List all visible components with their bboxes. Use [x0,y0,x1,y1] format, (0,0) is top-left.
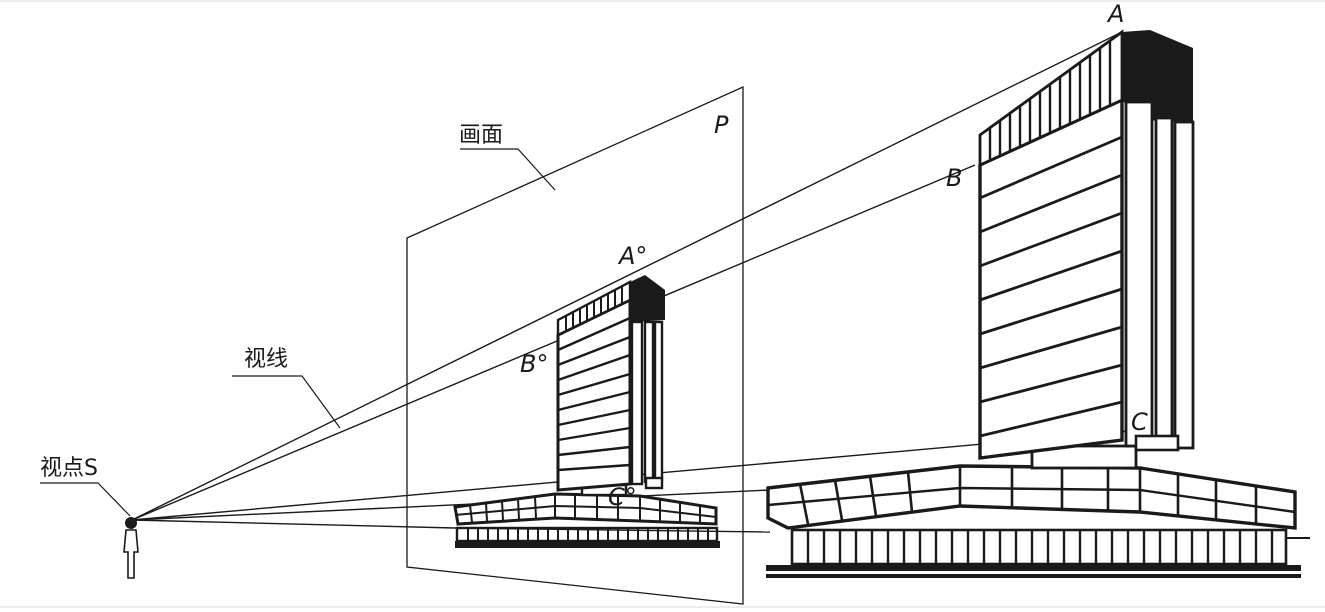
picture-plane-label: 画面 [459,123,503,148]
leader-picture-plane [460,148,556,191]
point-b-projection-label: B° [520,350,548,378]
viewer-figure [123,517,139,579]
point-a-projection-label: A° [617,242,647,270]
point-c-projection-label: C° [608,483,637,511]
picture-plane [406,85,744,605]
viewpoint-label: 视点S [40,456,98,481]
plane-p-label: P [714,111,729,139]
point-a-label: A [1106,0,1124,28]
sight-line-a [131,31,1123,521]
leader-lines [40,148,556,517]
leader-viewpoint [40,482,131,517]
leader-sight-line [232,375,341,429]
sight-line-lower [131,519,456,529]
sight-line-base [131,489,771,521]
point-b-label: B [946,164,962,192]
point-c-label: C [1131,408,1148,436]
actual-building [766,29,1310,578]
sight-line-label: 视线 [244,347,288,372]
sight-line-b [131,164,976,521]
projected-building [453,275,720,548]
